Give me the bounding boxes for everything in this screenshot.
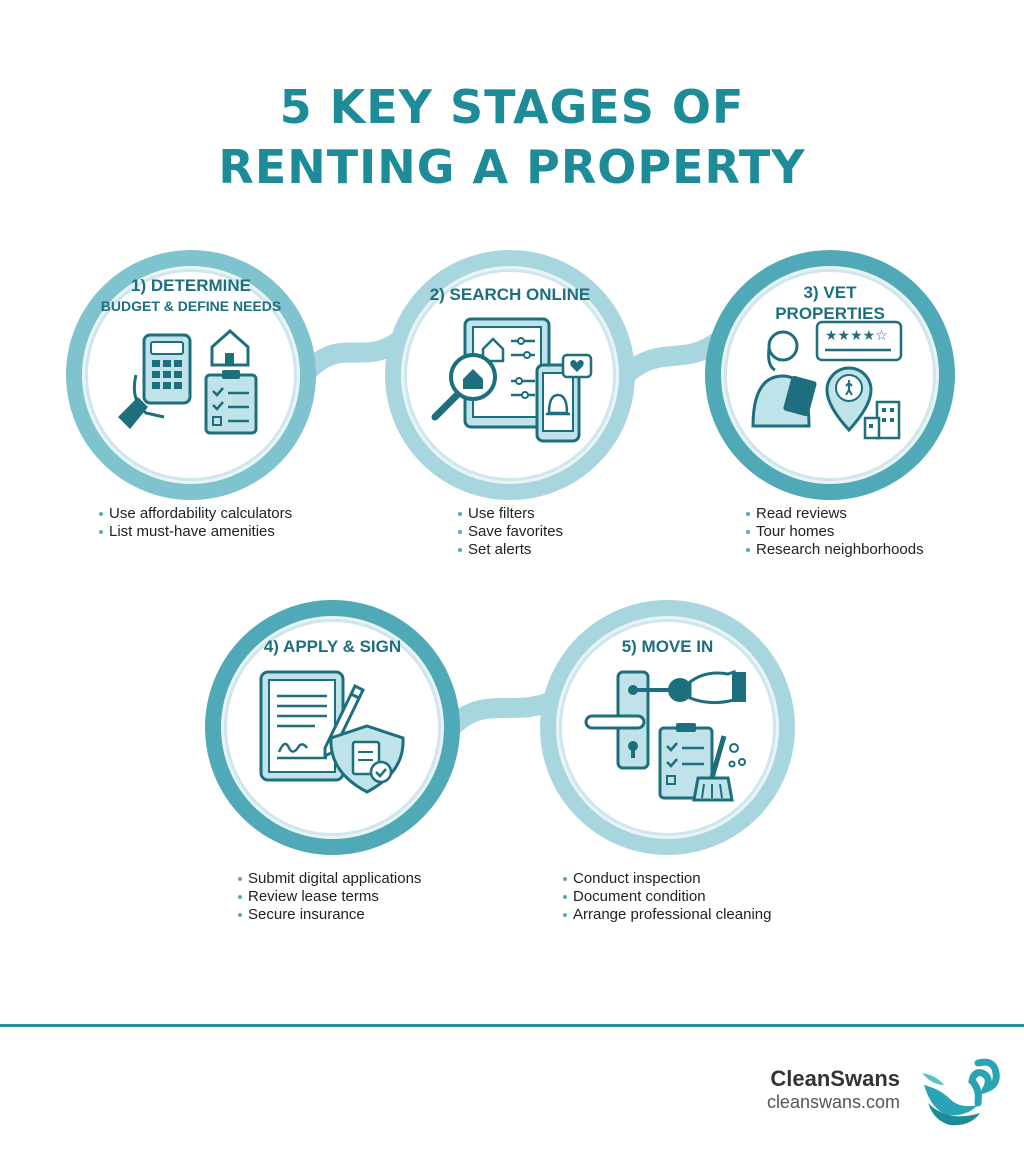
footer-divider: [0, 1024, 1024, 1027]
bullet-item: Use filters: [457, 505, 563, 523]
bullet-item: Conduct inspection: [562, 870, 771, 888]
stage-title: 4) APPLY & SIGN: [205, 636, 460, 657]
stage-number-title: 3) VET: [803, 283, 857, 302]
stage-number-title: 5) MOVE IN: [621, 637, 714, 656]
stage-4-bullets: Submit digital applications Review lease…: [237, 870, 421, 924]
phone-notification-icon: [535, 363, 581, 443]
cleaning-brush-icon: [692, 735, 746, 802]
stage-title: 5) MOVE IN: [540, 636, 795, 657]
stage-number-title: 2) SEARCH ONLINE: [429, 285, 591, 304]
bullet-item: Secure insurance: [237, 906, 421, 924]
hand-calculator-icon: [118, 333, 192, 429]
checklist-clipboard-icon: [204, 370, 258, 435]
heart-chat-icon: [561, 353, 593, 379]
map-pin-walker-icon: [825, 366, 873, 433]
house-icon: [210, 328, 250, 367]
stage-title: 3) VET PROPERTIES: [705, 282, 955, 324]
page-title-line-1: 5 KEY STAGES OF: [279, 80, 745, 134]
stage-5-bullets: Conduct inspection Document condition Ar…: [562, 870, 771, 924]
building-icon: [863, 400, 901, 440]
bullet-item: Research neighborhoods: [745, 541, 924, 559]
stage-4: 4) APPLY & SIGN: [205, 600, 460, 855]
stage-2: 2) SEARCH ONLINE: [385, 250, 635, 500]
stage-title: 2) SEARCH ONLINE: [385, 284, 635, 305]
swan-logo-icon: [922, 1058, 1000, 1126]
bullet-item: Tour homes: [745, 523, 924, 541]
bullet-item: Save favorites: [457, 523, 563, 541]
bullet-item: List must-have amenities: [98, 523, 292, 541]
bullet-item: Arrange professional cleaning: [562, 906, 771, 924]
stage-subtitle: PROPERTIES: [775, 304, 885, 323]
shield-document-check-icon: [329, 724, 405, 794]
brand-name: CleanSwans: [770, 1066, 900, 1091]
page-title-line-2: RENTING A PROPERTY: [218, 140, 806, 194]
door-handle-key-icon: [584, 669, 746, 770]
star-review-icon: ★★★★☆: [815, 320, 903, 362]
bullet-item: Read reviews: [745, 505, 924, 523]
review-stars: ★★★★☆: [825, 328, 888, 344]
bullet-item: Set alerts: [457, 541, 563, 559]
bullet-item: Submit digital applications: [237, 870, 421, 888]
bullet-item: Use affordability calculators: [98, 505, 292, 523]
stage-title: 1) DETERMINE BUDGET & DEFINE NEEDS: [66, 275, 316, 317]
stage-3-bullets: Read reviews Tour homes Research neighbo…: [745, 505, 924, 559]
magnifier-house-icon: [431, 353, 497, 421]
stage-5: 5) MOVE IN: [540, 600, 795, 855]
stage-1-bullets: Use affordability calculators List must-…: [98, 505, 292, 541]
stage-subtitle: BUDGET & DEFINE NEEDS: [100, 298, 282, 314]
stage-2-bullets: Use filters Save favorites Set alerts: [457, 505, 563, 559]
stage-3: 3) VET PROPERTIES ★★★★☆: [705, 250, 955, 500]
stage-1: 1) DETERMINE BUDGET & DEFINE NEEDS: [66, 250, 316, 500]
bullet-item: Review lease terms: [237, 888, 421, 906]
stage-number-title: 4) APPLY & SIGN: [263, 637, 402, 656]
brand-url[interactable]: cleanswans.com: [766, 1092, 900, 1112]
bullet-item: Document condition: [562, 888, 771, 906]
stage-ring-inner: [724, 269, 936, 481]
stage-number-title: 1) DETERMINE: [131, 276, 251, 295]
person-tablet-icon: [751, 330, 817, 428]
